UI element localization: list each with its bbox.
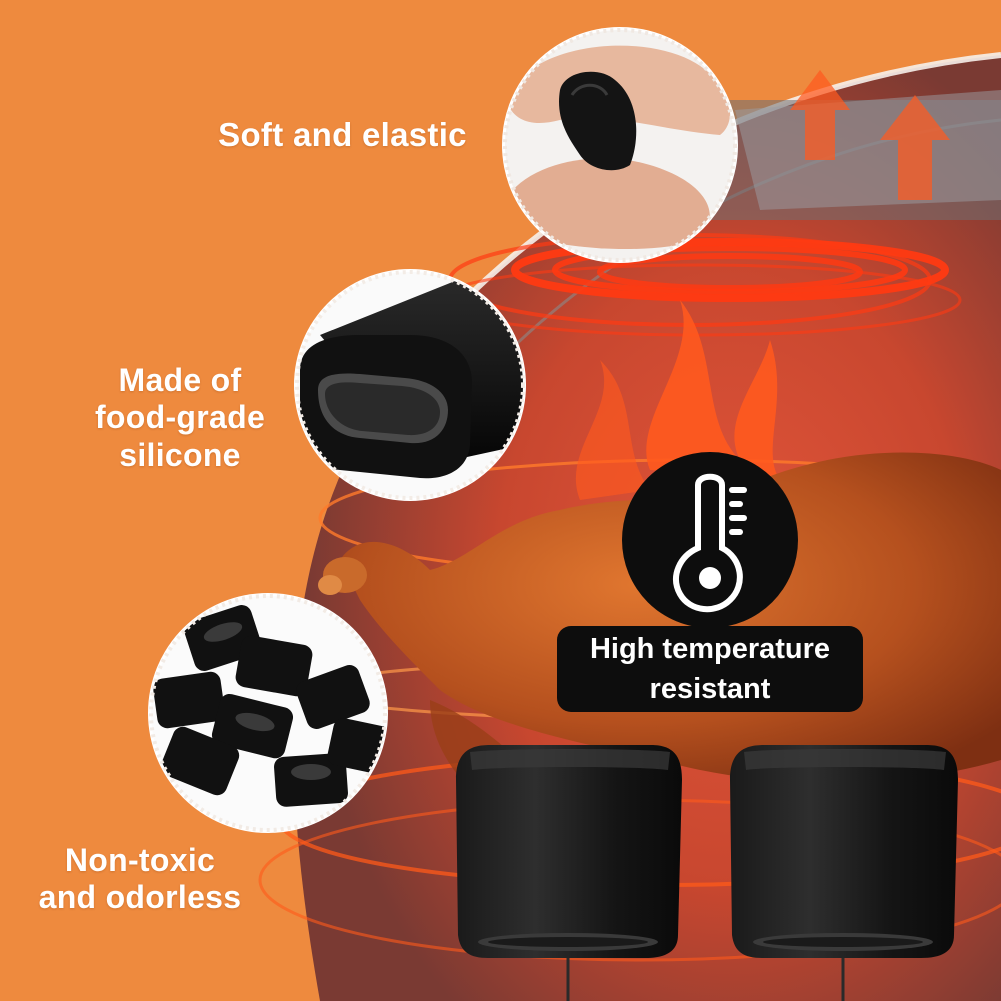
feature-food-grade-silicone: Made of food-grade silicone: [80, 362, 280, 474]
food-grade-silicone-inset: [294, 269, 526, 501]
feature-silicone-line-1: Made of: [118, 362, 242, 398]
feature-nontoxic-line-1: Non-toxic: [64, 842, 216, 878]
heat-flames: [575, 70, 950, 500]
non-toxic-odorless-inset: [148, 593, 388, 833]
badge-line-2: resistant: [649, 673, 771, 705]
feature-non-toxic-odorless: Non-toxic and odorless: [20, 842, 260, 917]
feature-silicone-line-2: food-grade: [94, 399, 266, 436]
badge-line-1: High temperature: [589, 633, 831, 665]
high-temperature-badge: High temperature resistant: [557, 626, 863, 712]
silicone-foot-left: [456, 745, 682, 958]
soft-elastic-inset: [502, 27, 738, 263]
feature-soft-elastic: Soft and elastic: [218, 116, 467, 153]
silicone-foot-right: [730, 745, 958, 958]
feature-silicone-line-3: silicone: [119, 436, 241, 473]
thermometer-icon: [622, 452, 798, 628]
feature-nontoxic-line-2: and odorless: [38, 879, 242, 916]
